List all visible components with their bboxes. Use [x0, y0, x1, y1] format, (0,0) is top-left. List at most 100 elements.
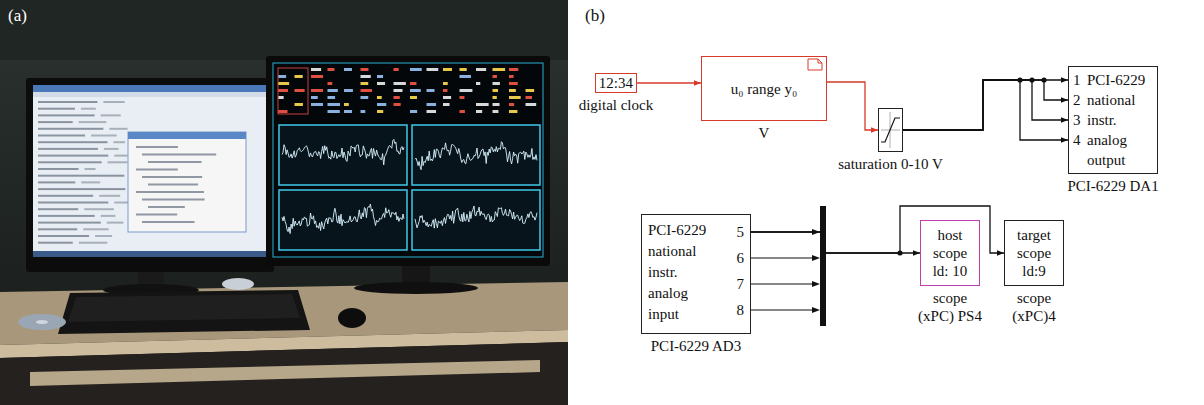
signal-line	[903, 80, 1068, 130]
port-number: 1	[1073, 70, 1081, 90]
status-text	[361, 96, 369, 99]
left-monitor	[26, 78, 274, 272]
status-text	[278, 75, 286, 78]
saturation-curve	[881, 118, 900, 142]
status-text	[443, 103, 449, 106]
block-text: PCI-6229 national instr. analog input	[648, 220, 714, 325]
status-text	[328, 89, 338, 92]
status-text	[377, 103, 386, 106]
status-text	[427, 103, 437, 106]
window-titlebar	[33, 85, 267, 92]
status-text	[278, 96, 284, 99]
status-text	[493, 75, 497, 78]
screen-line	[91, 135, 117, 137]
status-text	[361, 82, 369, 85]
status-text	[278, 89, 288, 92]
saturation-block: saturation 0-10 V	[878, 108, 903, 152]
status-text	[328, 82, 333, 85]
status-text	[509, 110, 517, 113]
status-text	[328, 110, 340, 113]
status-text	[295, 103, 303, 106]
screen-line	[38, 121, 73, 123]
screen-line	[38, 242, 73, 244]
status-text	[344, 68, 352, 71]
dialog-line	[136, 169, 178, 171]
status-text	[410, 68, 422, 71]
screen-line	[85, 168, 96, 170]
block-caption: scope (xPC)4	[1000, 289, 1068, 325]
status-text	[493, 68, 506, 71]
screen-line	[81, 108, 96, 110]
panel-label: (b)	[585, 6, 605, 26]
status-text	[311, 75, 323, 78]
status-text	[460, 68, 467, 71]
status-text	[311, 89, 323, 92]
screen-line	[38, 215, 95, 217]
dialog-lines	[136, 146, 216, 223]
waveform	[282, 204, 404, 234]
status-text	[509, 68, 518, 71]
right-screen	[273, 63, 543, 257]
doc-icon-fold	[818, 59, 822, 63]
disc	[18, 314, 66, 330]
status-text	[427, 89, 435, 92]
screen-line	[109, 128, 127, 130]
status-text	[278, 110, 287, 113]
screen-line	[38, 175, 124, 177]
port-number: 6	[737, 248, 745, 268]
waveform	[282, 139, 404, 165]
analog-output-block: 1234PCI-6229 national instr. analog outp…	[1068, 66, 1158, 174]
block-caption: scope (xPC) PS4	[916, 289, 984, 325]
screen-line	[107, 222, 124, 224]
screen-line	[38, 222, 101, 224]
signal-line	[903, 80, 1068, 130]
scope-panel	[279, 190, 407, 250]
host-scope-block: host scope ld: 10scope (xPC) PS4	[920, 220, 980, 286]
dialog-line	[136, 214, 177, 216]
status-text	[394, 89, 403, 92]
lower-tray	[30, 360, 540, 386]
screen-line	[95, 235, 112, 237]
monitor-stand	[402, 264, 430, 284]
screen-line	[79, 121, 107, 123]
screen-line	[101, 114, 121, 116]
block-caption: PCI-6229 AD3	[651, 337, 741, 355]
status-text	[493, 103, 500, 106]
dialog-line	[142, 221, 195, 223]
status-text	[526, 89, 535, 92]
block-text: 12:34	[599, 74, 633, 92]
status-text	[377, 75, 383, 78]
block-caption: saturation 0-10 V	[838, 155, 943, 173]
status-text	[361, 68, 369, 71]
status-text	[361, 75, 371, 78]
status-text	[443, 96, 451, 99]
dialog-titlebar	[128, 132, 246, 139]
screen-line	[38, 161, 102, 163]
status-text	[476, 68, 486, 71]
status-text	[295, 75, 303, 78]
status-text	[394, 96, 400, 99]
block-caption: PCI-6229 DA1	[1067, 177, 1158, 195]
screen-line	[38, 208, 78, 210]
dialog-line	[148, 206, 185, 208]
status-text	[493, 110, 499, 113]
window-menubar	[33, 92, 267, 97]
block-text: host scope ld: 10	[926, 226, 974, 280]
status-text	[295, 89, 305, 92]
dialog-line	[148, 184, 198, 186]
status-text	[493, 96, 497, 99]
panel-label: (a)	[8, 6, 27, 26]
status-text	[526, 103, 537, 106]
screen-line	[38, 228, 77, 230]
mux-bar	[820, 206, 826, 326]
dialog-line	[142, 199, 205, 201]
status-text	[443, 68, 452, 71]
status-text	[278, 82, 289, 85]
status-text	[526, 96, 533, 99]
status-text	[476, 103, 489, 106]
status-text	[509, 89, 516, 92]
status-text	[427, 68, 439, 71]
